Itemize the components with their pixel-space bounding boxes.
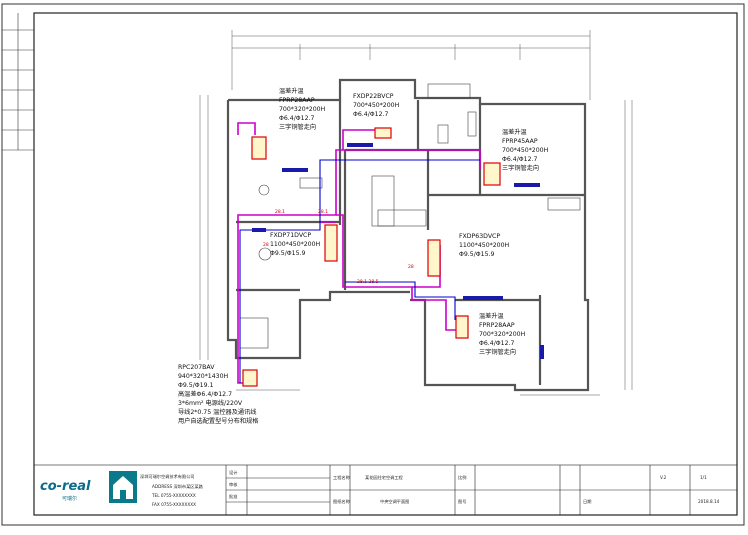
unit-label-4: FXDP71DVCP 1100*450*200H Φ9.5/Φ15.9 (270, 232, 321, 257)
svg-text:700*320*200H: 700*320*200H (479, 331, 526, 338)
svg-text:FXDP22BVCP: FXDP22BVCP (353, 93, 394, 100)
tb-cell-date: 日期 (583, 499, 591, 505)
svg-text:温差升温: 温差升温 (279, 87, 304, 95)
svg-text:1100*450*200H: 1100*450*200H (270, 241, 321, 248)
tb-cell-number: 图号 (458, 499, 466, 505)
svg-text:Φ6.4/Φ12.7: Φ6.4/Φ12.7 (502, 156, 538, 163)
outdoor-unit-label: RPC207BAV 940*320*1430H Φ9.5/Φ19.1 高温差Φ6… (178, 364, 259, 425)
svg-text:FXDP63DVCP: FXDP63DVCP (459, 233, 500, 240)
tb-cell-approve: 批准 (229, 493, 237, 500)
refrigerant-pipes (237, 122, 481, 384)
company-line-2: TEL 0755-XXXXXXXX (151, 493, 196, 498)
tb-cell-project: 工程名称 (333, 474, 350, 481)
sheet-value: 1/1 (700, 475, 707, 480)
svg-text:700*320*200H: 700*320*200H (279, 106, 326, 113)
svg-text:1100*450*200H: 1100*450*200H (459, 242, 510, 249)
svg-text:Φ9.5/Φ15.9: Φ9.5/Φ15.9 (459, 251, 495, 258)
indoor-units (242, 127, 501, 387)
unit-label-1: 温差升温 FPRP28AAP 700*320*200H Φ6.4/Φ12.7 三… (279, 87, 326, 131)
tb-cell-drawing: 图纸名称 (333, 498, 350, 505)
unit-label-3: 温差升温 FPRP45AAP 700*450*200H Φ6.4/Φ12.7 三… (502, 128, 549, 172)
company-line-3: FAX 0755-XXXXXXXX (152, 502, 196, 507)
svg-text:RPC207BAV: RPC207BAV (178, 364, 215, 371)
title-block (33, 464, 738, 516)
svg-text:导线2*0.75 温控器及通讯线: 导线2*0.75 温控器及通讯线 (178, 408, 256, 416)
tb-cell-design: 设计 (229, 469, 237, 476)
svg-text:co-real: co-real (40, 479, 91, 494)
pipe-tags: 28 28 28.1 28.1 28.5 28.1 (263, 209, 414, 285)
svg-text:Φ9.5/Φ15.9: Φ9.5/Φ15.9 (270, 250, 306, 257)
svg-text:28.1: 28.1 (275, 209, 285, 215)
drawing-name: 中央空调平面图 (380, 498, 409, 505)
unit-label-6: 温差升温 FPRP28AAP 700*320*200H Φ6.4/Φ12.7 三… (479, 312, 526, 356)
svg-text:28.1 28.5: 28.1 28.5 (357, 279, 379, 285)
binding-strip (2, 13, 34, 151)
svg-text:700*450*200H: 700*450*200H (353, 102, 400, 109)
svg-text:三字铜管走向: 三字铜管走向 (502, 164, 539, 172)
fixtures (239, 83, 581, 349)
svg-text:Φ6.4/Φ12.7: Φ6.4/Φ12.7 (353, 111, 389, 118)
svg-text:温差升温: 温差升温 (479, 312, 504, 320)
svg-text:28.1: 28.1 (318, 209, 328, 215)
svg-text:温差升温: 温差升温 (502, 128, 527, 136)
svg-text:三字铜管走向: 三字铜管走向 (279, 123, 316, 131)
drain-pipes (239, 159, 480, 383)
unit-label-5: FXDP63DVCP 1100*450*200H Φ9.5/Φ15.9 (459, 233, 510, 258)
tb-cell-scale: 比例 (458, 474, 466, 481)
tb-cell-review: 审核 (229, 481, 238, 488)
date-value: 2018.8.14 (698, 499, 720, 504)
svg-text:28: 28 (408, 264, 414, 270)
dimension-lines (199, 30, 633, 396)
svg-text:Φ6.4/Φ12.7: Φ6.4/Φ12.7 (279, 115, 315, 122)
svg-text:三字铜管走向: 三字铜管走向 (479, 348, 516, 356)
svg-text:FPRP28AAP: FPRP28AAP (479, 322, 515, 329)
svg-text:FXDP71DVCP: FXDP71DVCP (270, 232, 311, 239)
version-value: V.2 (660, 475, 667, 480)
outer-border (1, 3, 745, 526)
company-line-1: ADDRESS 深圳市某区某路 (152, 483, 204, 490)
drawing-frame (33, 12, 738, 516)
svg-text:Φ9.5/Φ19.1: Φ9.5/Φ19.1 (178, 382, 214, 389)
unit-label-2: FXDP22BVCP 700*450*200H Φ6.4/Φ12.7 (353, 93, 400, 118)
svg-text:940*320*1430H: 940*320*1430H (178, 373, 229, 380)
svg-text:28: 28 (263, 242, 269, 248)
svg-text:Φ6.4/Φ12.7: Φ6.4/Φ12.7 (479, 340, 515, 347)
svg-text:FPRP28AAP: FPRP28AAP (279, 97, 315, 104)
svg-text:3*6mm² 电源线/220V: 3*6mm² 电源线/220V (178, 399, 243, 407)
svg-text:FPRP45AAP: FPRP45AAP (502, 138, 538, 145)
company-logo: co-real 可瑞尔 (40, 471, 137, 503)
project-name: 某花园住宅空调工程 (365, 474, 404, 481)
svg-text:700*450*200H: 700*450*200H (502, 147, 549, 154)
svg-text:高温差Φ6.4/Φ12.7: 高温差Φ6.4/Φ12.7 (178, 390, 232, 398)
company-name: 深圳可瑞尔空调技术有限公司 (140, 473, 194, 480)
svg-text:用户自选配置型号分布和规格: 用户自选配置型号分布和规格 (178, 417, 259, 425)
diffusers (252, 143, 544, 359)
svg-text:可瑞尔: 可瑞尔 (62, 495, 77, 502)
